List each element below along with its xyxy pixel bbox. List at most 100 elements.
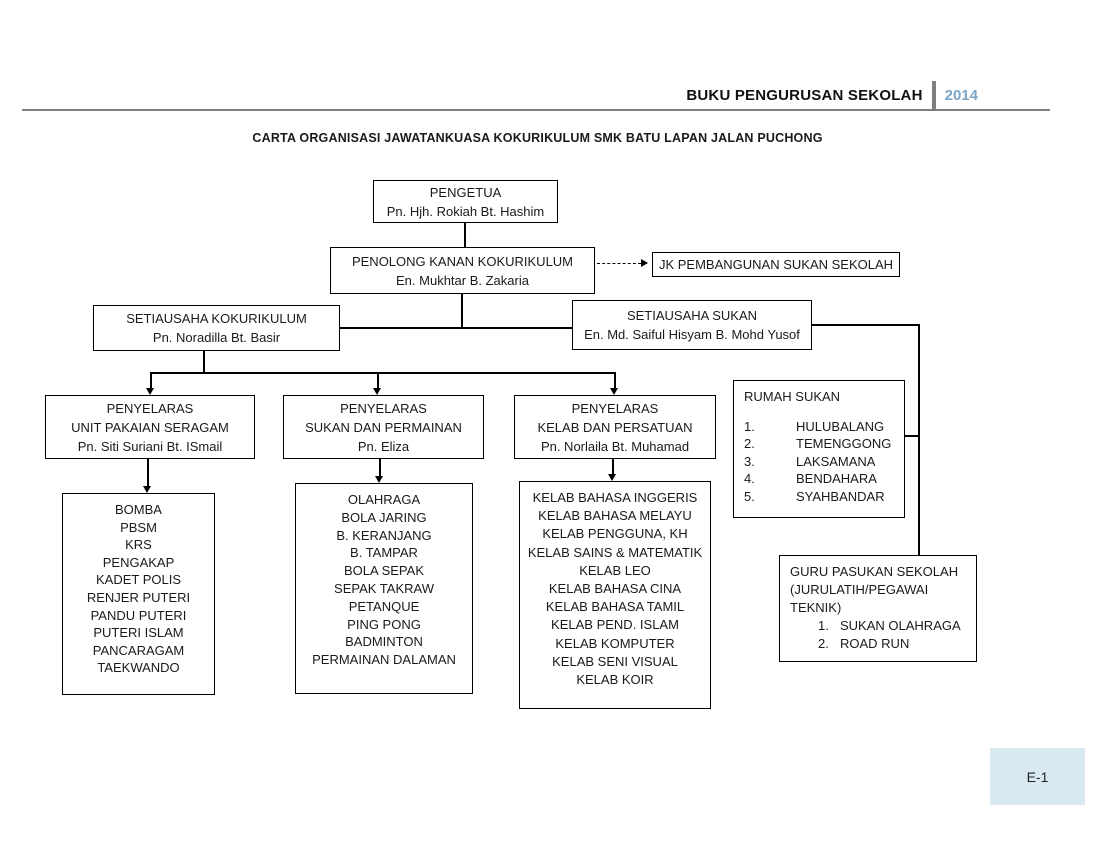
arrowhead-list-2: [375, 476, 383, 483]
arrowhead-list-1: [143, 486, 151, 493]
node-title: PENYELARAS: [106, 400, 194, 416]
list-item: PERMAINAN DALAMAN: [312, 652, 456, 668]
guru-title-line: (JURULATIH/PEGAWAI: [790, 582, 929, 597]
item-label: SUKAN OLAHRAGA: [840, 618, 961, 633]
connector-list-2: [379, 459, 381, 477]
list-item: 3. LAKSAMANA: [744, 453, 894, 470]
list-item: RENJER PUTERI: [86, 589, 191, 605]
item-number: 2.: [744, 436, 755, 452]
connector-dashed-jk: [597, 263, 641, 264]
node-penyelaras-unit-pakaian-seragam: PENYELARAS UNIT PAKAIAN SERAGAM Pn. Siti…: [45, 395, 255, 459]
node-person: En. Mukhtar B. Zakaria: [396, 272, 529, 288]
item-number: 1.: [744, 419, 755, 434]
arrowhead-penyelaras-2: [373, 388, 381, 395]
node-subtitle: SUKAN DAN PERMAINAN: [305, 419, 462, 435]
list-item: PANDU PUTERI: [90, 607, 187, 623]
node-title: JK PEMBANGUNAN SUKAN SEKOLAH: [658, 257, 894, 272]
arrowhead-penyelaras-3: [610, 388, 618, 395]
header-year: 2014: [944, 86, 978, 104]
node-penolong-kanan: PENOLONG KANAN KOKURIKULUM En. Mukhtar B…: [330, 247, 595, 294]
connector-penolong-down: [461, 294, 463, 328]
list-item: KADET POLIS: [95, 572, 181, 588]
list-item: TAEKWANDO: [97, 660, 180, 676]
list-item: BOMBA: [115, 502, 162, 517]
list-item: B. TAMPAR: [350, 545, 418, 561]
list-item: KELAB BAHASA MELAYU: [538, 508, 692, 524]
node-pengetua: PENGETUA Pn. Hjh. Rokiah Bt. Hashim: [373, 180, 558, 223]
node-guru-pasukan: GURU PASUKAN SEKOLAH (JURULATIH/PEGAWAI …: [779, 555, 977, 662]
list-item: KELAB PEND. ISLAM: [551, 617, 679, 633]
item-label: SYAHBANDAR: [796, 488, 885, 504]
connector-sk-stub: [203, 351, 205, 373]
chart-title: CARTA ORGANISASI JAWATANKUASA KOKURIKULU…: [252, 131, 823, 145]
connector-setiausaha-horizontal: [340, 327, 572, 329]
list-item: PANCARAGAM: [92, 642, 185, 658]
node-penyelaras-kelab-persatuan: PENYELARAS KELAB DAN PERSATUAN Pn. Norla…: [514, 395, 716, 459]
item-number: 1.: [818, 618, 829, 633]
node-title: PENYELARAS: [340, 400, 427, 416]
list-item: OLAHRAGA: [347, 492, 421, 507]
connector-list-3: [612, 459, 614, 475]
list-item: 1. SUKAN OLAHRAGA: [818, 617, 966, 635]
item-label: ROAD RUN: [840, 636, 910, 651]
list-sukan-permainan: OLAHRAGA BOLA JARING B. KERANJANG B. TAM…: [295, 483, 473, 694]
node-setiausaha-sukan: SETIAUSAHA SUKAN En. Md. Saiful Hisyam B…: [572, 300, 812, 350]
list-unit-pakaian-seragam: BOMBA PBSM KRS PENGAKAP KADET POLIS RENJ…: [62, 493, 215, 695]
list-item: PENGAKAP: [102, 554, 175, 570]
page-number-tab: E-1: [990, 748, 1085, 805]
arrowhead-list-3: [608, 474, 616, 481]
item-number: 4.: [744, 471, 755, 487]
list-item: SEPAK TAKRAW: [334, 580, 434, 596]
list-item: KELAB SENI VISUAL: [552, 653, 678, 669]
node-person: Pn. Noradilla Bt. Basir: [152, 330, 281, 345]
page-header: BUKU PENGURUSAN SEKOLAH 2014: [0, 80, 978, 110]
connector-list-1: [147, 459, 149, 487]
header-rule: [22, 109, 1050, 111]
guru-title-line: GURU PASUKAN SEKOLAH: [790, 564, 959, 579]
list-item: PETANQUE: [348, 598, 420, 614]
node-person: Pn. Hjh. Rokiah Bt. Hashim: [386, 203, 545, 219]
connector-drop-2: [377, 372, 379, 389]
list-item: BADMINTON: [345, 634, 423, 650]
guru-title-line: TEKNIK): [790, 600, 842, 615]
rumah-sukan-title: RUMAH SUKAN: [744, 389, 841, 404]
list-item: PING PONG: [347, 616, 421, 632]
connector-pengetua-penolong: [464, 223, 466, 247]
list-item: PBSM: [120, 519, 157, 535]
list-item: KRS: [125, 537, 152, 553]
list-item: 2. ROAD RUN: [818, 635, 966, 653]
list-item: 5. SYAHBANDAR: [744, 488, 894, 505]
item-number: 5.: [744, 488, 755, 504]
list-item: KELAB PENGGUNA, KH: [542, 526, 688, 542]
item-label: BENDAHARA: [796, 471, 877, 487]
node-setiausaha-kokurikulum: SETIAUSAHA KOKURIKULUM Pn. Noradilla Bt.…: [93, 305, 340, 351]
node-person: Pn. Eliza: [357, 438, 410, 454]
list-item: 4. BENDAHARA: [744, 470, 894, 487]
connector-sukan-right: [812, 324, 919, 326]
list-item: KELAB LEO: [579, 562, 651, 578]
item-number: 3.: [744, 453, 755, 469]
arrowhead-jk: [641, 259, 648, 267]
node-title: PENYELARAS: [571, 400, 659, 416]
item-number: 2.: [818, 636, 829, 651]
node-title: SETIAUSAHA KOKURIKULUM: [126, 311, 307, 326]
list-item: KELAB BAHASA CINA: [548, 581, 682, 597]
item-label: LAKSAMANA: [796, 453, 876, 469]
arrowhead-penyelaras-1: [146, 388, 154, 395]
list-kelab-persatuan: KELAB BAHASA INGGERIS KELAB BAHASA MELAY…: [519, 481, 711, 709]
list-item: PUTERI ISLAM: [93, 625, 184, 641]
list-item: KELAB BAHASA INGGERIS: [532, 490, 698, 505]
item-label: HULUBALANG: [796, 419, 885, 434]
connector-drop-1: [150, 372, 152, 389]
node-person: En. Md. Saiful Hisyam B. Mohd Yusof: [584, 327, 800, 342]
list-item: KELAB KOMPUTER: [555, 635, 675, 651]
connector-drop-3: [614, 372, 616, 389]
list-item: KELAB KOIR: [576, 672, 654, 688]
node-penyelaras-sukan-permainan: PENYELARAS SUKAN DAN PERMAINAN Pn. Eliza: [283, 395, 484, 459]
item-label: TEMENGGONG: [796, 436, 892, 452]
node-title: PENGETUA: [429, 184, 502, 200]
list-item: 1. HULUBALANG: [744, 418, 894, 435]
list-item: B. KERANJANG: [336, 527, 432, 543]
list-item: BOLA SEPAK: [344, 563, 424, 579]
